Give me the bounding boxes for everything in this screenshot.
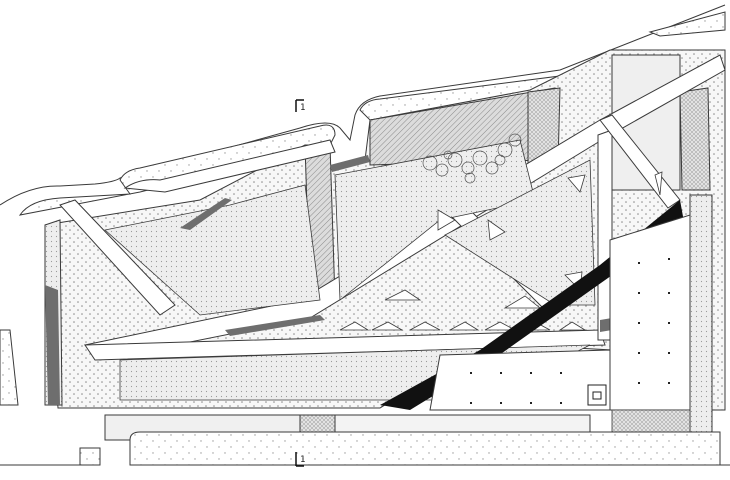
sidewalk-strips [18,11,726,216]
wall-shadow-south [225,315,325,336]
columns [470,258,670,404]
wall-shadow-east [600,318,612,332]
section-label-top: 1 [300,103,305,113]
skylight [371,321,404,331]
wall-shadow-slot [330,155,370,172]
east-tower-strip [679,87,711,191]
sidewalk-upper-left [18,124,336,216]
skylight [558,321,587,331]
ground-plane [0,329,721,466]
skylight [437,209,456,231]
black-diagonal-band [380,200,684,410]
skylight [503,295,542,309]
west-edge-strip [0,329,19,406]
roof-panel-center [334,139,536,301]
path-west-diagonal [59,199,176,316]
path-lower-spine [84,329,606,361]
section-label-bottom: 1 [300,455,305,465]
core-box [587,384,607,406]
tree-cluster [422,133,522,184]
path-upper-lane [123,139,336,193]
skylight [339,321,370,331]
sidewalk-top-corner [648,11,726,37]
wall-shadow-west [45,285,60,405]
skylight [484,321,516,331]
skylight [384,289,422,301]
skylight [449,321,480,331]
skylight [409,321,441,331]
column-grid-area [429,214,691,441]
lower-left-strip [79,447,101,466]
east-edge-block [689,194,713,441]
lower-street-strip [129,431,721,466]
roof-panel-east [444,159,596,306]
skylight [487,219,506,241]
wall-shadow-north [180,198,232,230]
open-floor [609,214,691,411]
skylight [654,171,663,196]
open-floor-lower [429,349,611,411]
section-marker-top: 1 [295,99,305,113]
skylight [567,174,586,193]
section-marker-bottom: 1 [295,452,305,467]
wall-shadows [45,155,612,405]
